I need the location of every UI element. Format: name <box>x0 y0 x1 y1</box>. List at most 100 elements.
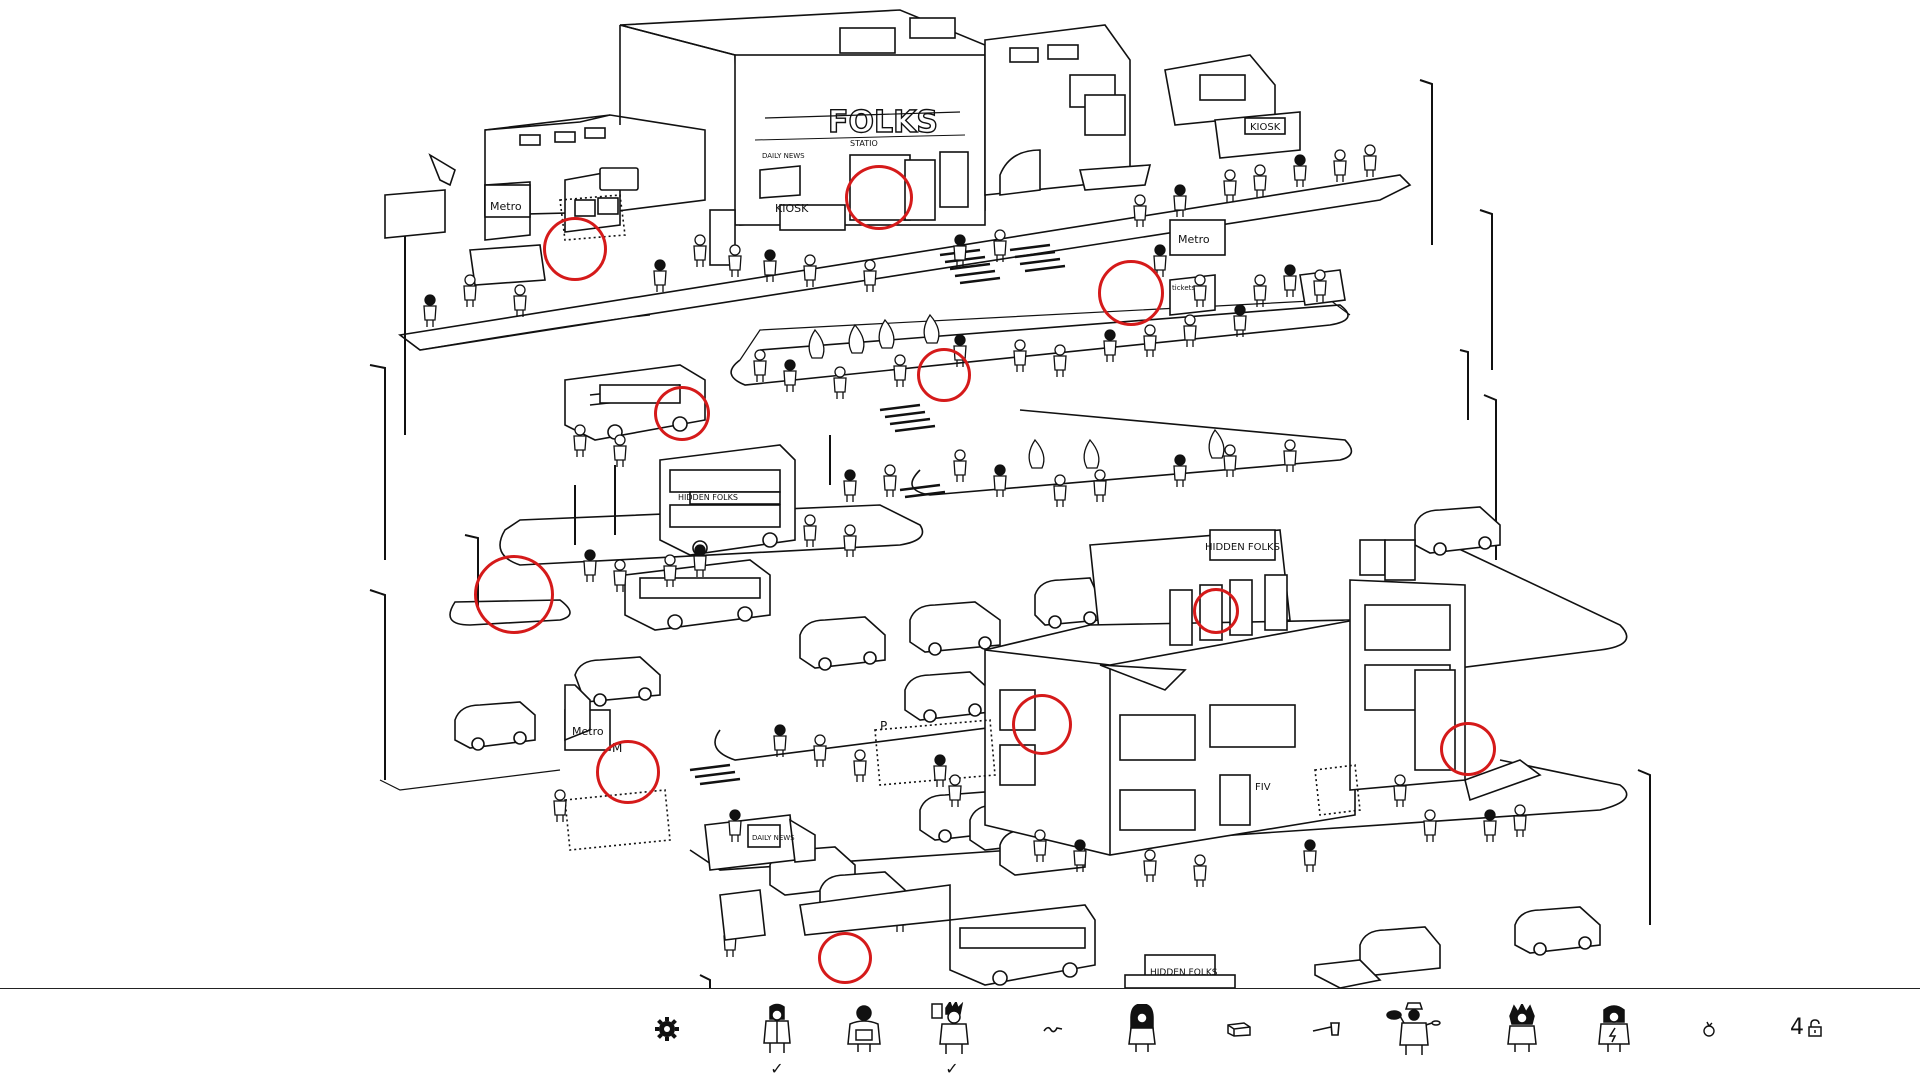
crowd-figure[interactable] <box>893 354 907 387</box>
crowd-figure[interactable] <box>693 544 707 577</box>
metro-sign-box <box>1169 219 1226 256</box>
crowd-figure[interactable] <box>693 234 707 267</box>
crowd-figure[interactable] <box>1363 144 1377 177</box>
cars <box>454 506 1601 988</box>
crowd-figure[interactable] <box>613 434 627 467</box>
crowd-figure[interactable] <box>1173 454 1187 487</box>
locked-count: 4 <box>1790 1015 1804 1040</box>
found-marker[interactable] <box>1440 722 1496 776</box>
crowd-figure[interactable] <box>1053 344 1067 377</box>
crowd-figure[interactable] <box>953 449 967 482</box>
crowd-figure[interactable] <box>843 469 857 502</box>
found-marker[interactable] <box>596 740 660 804</box>
crowd-figure[interactable] <box>583 549 597 582</box>
found-marker[interactable] <box>1012 694 1072 755</box>
crowd-figure[interactable] <box>773 724 787 757</box>
crowd-figure[interactable] <box>783 359 797 392</box>
target-wallet[interactable] <box>1209 997 1269 1061</box>
found-marker[interactable] <box>845 165 913 230</box>
crowd-figure[interactable] <box>1233 304 1247 337</box>
crowd-figure[interactable] <box>553 789 567 822</box>
crowd-figure[interactable] <box>463 274 477 307</box>
target-scruffy-person[interactable] <box>1492 997 1552 1061</box>
crowd-figure[interactable] <box>883 464 897 497</box>
crowd-figure[interactable] <box>728 809 742 842</box>
crowd-figure[interactable] <box>1483 809 1497 842</box>
crowd-figure[interactable] <box>1093 469 1107 502</box>
target-tiny-seed[interactable] <box>1679 997 1739 1061</box>
crowd-figure[interactable] <box>853 749 867 782</box>
crowd-figure[interactable] <box>843 524 857 557</box>
found-marker[interactable] <box>818 932 872 984</box>
crowd-figure[interactable] <box>1013 339 1027 372</box>
platform-top <box>398 174 1412 351</box>
crowd-figure[interactable] <box>663 554 677 587</box>
crowd-figure[interactable] <box>803 254 817 287</box>
target-lightning-hoodie[interactable] <box>1584 997 1644 1061</box>
crowd-figure[interactable] <box>1223 169 1237 202</box>
crowd-figure[interactable] <box>1173 184 1187 217</box>
crowd-figure[interactable] <box>423 294 437 327</box>
crowd-figure[interactable] <box>933 754 947 787</box>
crowd-figure[interactable] <box>1193 854 1207 887</box>
crowd-figure[interactable] <box>1393 774 1407 807</box>
crowd-figure[interactable] <box>1103 329 1117 362</box>
target-spiky-hair-person[interactable] <box>922 997 982 1061</box>
crowd-figure[interactable] <box>728 244 742 277</box>
crowd-figure[interactable] <box>1133 194 1147 227</box>
found-marker[interactable] <box>474 555 554 634</box>
found-marker[interactable] <box>654 386 710 441</box>
crowd-figure[interactable] <box>1033 829 1047 862</box>
target-chef-with-pan[interactable] <box>1384 997 1444 1061</box>
crowd-figure[interactable] <box>1053 474 1067 507</box>
poles <box>574 435 831 545</box>
crowd-figure[interactable] <box>1143 324 1157 357</box>
locked-targets[interactable]: 4 <box>1790 1015 1823 1040</box>
target-hooded-person[interactable] <box>747 997 807 1061</box>
crowd-figure[interactable] <box>1303 839 1317 872</box>
crowd-figure[interactable] <box>948 774 962 807</box>
crowd-figure[interactable] <box>1283 439 1297 472</box>
found-marker[interactable] <box>1193 588 1239 634</box>
tiny-seed-icon <box>1703 1021 1715 1037</box>
target-pipe[interactable] <box>1297 997 1357 1061</box>
crowd-figure[interactable] <box>1333 149 1347 182</box>
crowd-figure[interactable] <box>1253 164 1267 197</box>
found-marker[interactable] <box>1098 260 1164 326</box>
wallet-icon <box>1227 1022 1251 1037</box>
crowd-figure[interactable] <box>993 229 1007 262</box>
crowd-figure[interactable] <box>1423 809 1437 842</box>
rooftop-sign: HIDDEN FOLKS <box>1205 542 1280 553</box>
crowd-figure[interactable] <box>763 249 777 282</box>
target-dark-hair-person[interactable] <box>1112 997 1172 1061</box>
game-scene[interactable]: FOLKS STATIO DAILY NEWS KIOSK KIOSK Metr… <box>0 0 1920 988</box>
found-marker[interactable] <box>917 348 971 402</box>
crowd-figure[interactable] <box>513 284 527 317</box>
crowd-figure[interactable] <box>993 464 1007 497</box>
crowd-figure[interactable] <box>1193 274 1207 307</box>
crowd-figure[interactable] <box>1253 274 1267 307</box>
crowd-figure[interactable] <box>1293 154 1307 187</box>
crowd-figure[interactable] <box>1183 314 1197 347</box>
crowd-figure[interactable] <box>863 259 877 292</box>
settings-button[interactable] <box>637 997 697 1061</box>
crowd-figure[interactable] <box>1073 839 1087 872</box>
crowd-figure[interactable] <box>1513 804 1527 837</box>
crowd-figure[interactable] <box>653 259 667 292</box>
crowd-figure[interactable] <box>1313 269 1327 302</box>
found-marker[interactable] <box>543 217 607 281</box>
crowd-figure[interactable] <box>813 734 827 767</box>
crowd-figure[interactable] <box>613 559 627 592</box>
crowd-figure[interactable] <box>753 349 767 382</box>
crowd-figure[interactable] <box>1283 264 1297 297</box>
crowd-figure[interactable] <box>833 366 847 399</box>
crowd-figure[interactable] <box>1223 444 1237 477</box>
crowd-figure[interactable] <box>1153 244 1167 277</box>
crowd-figure[interactable] <box>1143 849 1157 882</box>
crowd-figure[interactable] <box>573 424 587 457</box>
target-person-carrying-box[interactable] <box>834 997 894 1061</box>
crowd-figure[interactable] <box>803 514 817 547</box>
target-small-scribble[interactable] <box>1023 997 1083 1061</box>
gear-icon <box>655 1017 679 1041</box>
crowd-figure[interactable] <box>953 234 967 267</box>
